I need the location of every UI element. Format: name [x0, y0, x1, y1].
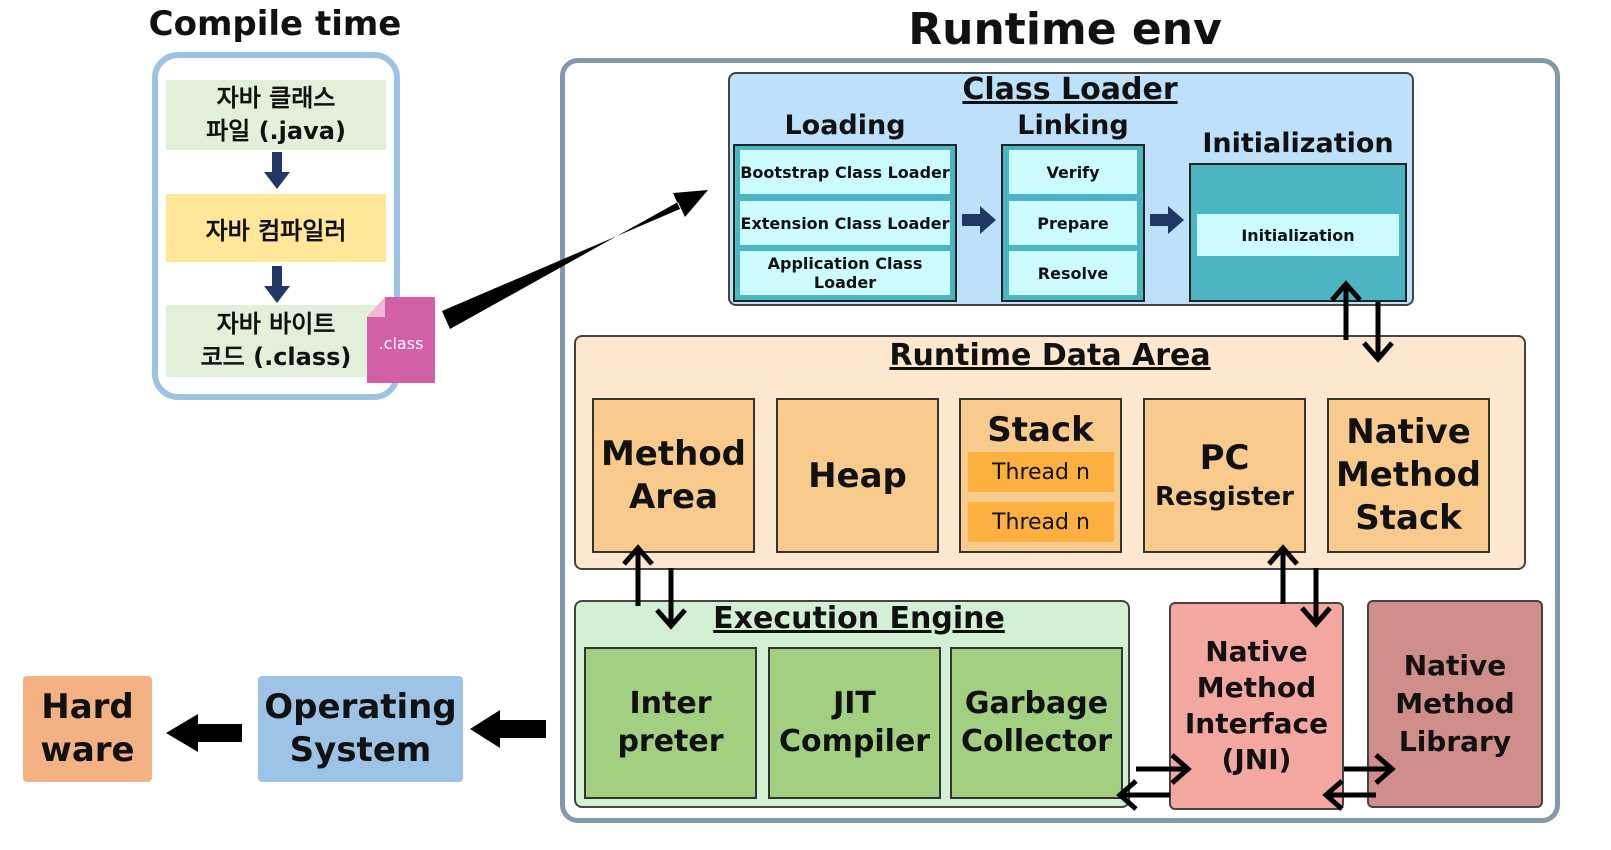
right-arrow-icon-1 [962, 206, 996, 234]
application-class-loader: Application Class Loader [740, 251, 950, 295]
runtime-env-panel [560, 58, 1560, 823]
initialization-step: Initialization [1197, 214, 1399, 256]
down-arrow-icon-1 [264, 152, 290, 189]
extension-class-loader: Extension Class Loader [740, 201, 950, 245]
heap: Heap [776, 398, 939, 553]
initialization-title: Initialization [1202, 128, 1394, 159]
linking-title: Linking [1017, 110, 1129, 141]
native-method-library: Native Method Library [1367, 600, 1543, 808]
bidirectional-arrow-icon-exec-jni [1116, 753, 1192, 811]
java-bytecode-box: 자바 바이트 코드 (.class) [166, 305, 386, 377]
bidirectional-arrow-icon-classloader-dataarea [1330, 280, 1394, 363]
native-method-interface-jni: Native Method Interface (JNI) [1169, 602, 1344, 810]
class-file-icon: .class [367, 297, 437, 383]
right-arrow-icon-2 [1150, 206, 1184, 234]
jit-compiler: JIT Compiler [768, 647, 941, 799]
left-arrow-icon-hardware [166, 714, 242, 752]
class-loader-title: Class Loader [962, 72, 1178, 107]
pc-register-subtitle: Resgister [1154, 482, 1294, 512]
hardware: Hard ware [23, 676, 152, 782]
class-file-icon-label: .class [378, 333, 424, 353]
runtime-data-area-title: Runtime Data Area [889, 338, 1211, 373]
bidirectional-arrow-icon-jni-library [1322, 753, 1396, 811]
bidirectional-arrow-icon-pc-jni [1267, 544, 1332, 628]
native-method-stack: Native Method Stack [1327, 398, 1490, 553]
load-class-arrow-icon [442, 190, 708, 329]
resolve-step: Resolve [1009, 251, 1137, 295]
operating-system: Operating System [258, 676, 463, 782]
compile-time-title: Compile time [148, 4, 402, 44]
bidirectional-arrow-icon-method-exec [622, 544, 687, 630]
interpreter: Inter preter [584, 647, 757, 799]
prepare-step: Prepare [1009, 201, 1137, 245]
bootstrap-class-loader: Bootstrap Class Loader [740, 150, 950, 194]
execution-engine-title: Execution Engine [713, 601, 1005, 636]
stack-thread-2: Thread n [968, 502, 1114, 542]
garbage-collector: Garbage Collector [950, 647, 1123, 799]
stack-title: Stack [987, 410, 1094, 450]
left-arrow-icon-os [470, 710, 546, 748]
stack-thread-1: Thread n [968, 452, 1114, 492]
loading-title: Loading [784, 110, 906, 141]
java-source-file-box: 자바 클래스 파일 (.java) [166, 80, 386, 150]
verify-step: Verify [1009, 150, 1137, 194]
pc-register [1143, 398, 1306, 553]
pc-register-title: PC [1199, 438, 1250, 478]
down-arrow-icon-2 [264, 266, 290, 303]
java-compiler-box: 자바 컴파일러 [166, 194, 386, 262]
runtime-env-title: Runtime env [908, 4, 1222, 55]
method-area: Method Area [592, 398, 755, 553]
